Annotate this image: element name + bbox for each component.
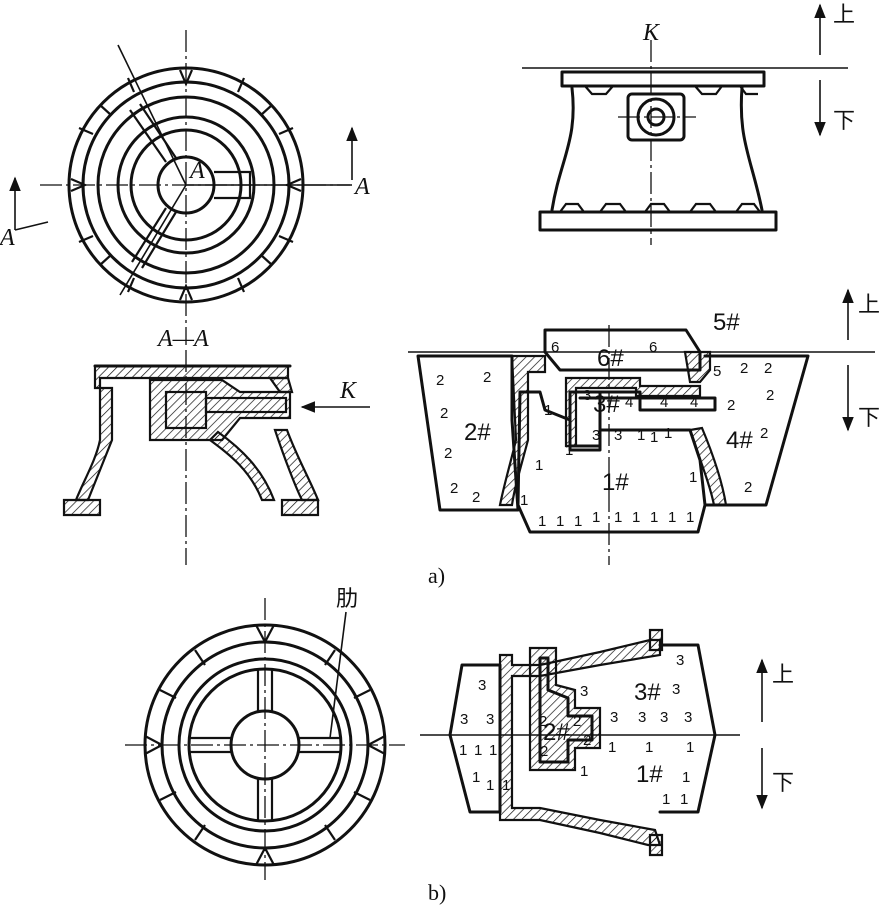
svg-text:2: 2 [583, 732, 591, 749]
label-part-a: a) [428, 563, 445, 588]
svg-text:4#: 4# [726, 427, 753, 454]
svg-text:1: 1 [486, 777, 494, 794]
svg-text:1: 1 [538, 513, 546, 530]
label-k-arrow: K [339, 378, 358, 404]
svg-text:1: 1 [680, 791, 688, 808]
label-a-left: A [0, 225, 15, 251]
label-up-1: 上 [833, 3, 855, 28]
svg-text:1: 1 [637, 427, 645, 444]
svg-text:1: 1 [502, 777, 510, 794]
svg-text:1: 1 [614, 509, 622, 526]
svg-text:1: 1 [489, 742, 497, 759]
svg-text:1: 1 [535, 457, 543, 474]
svg-text:3: 3 [614, 427, 622, 444]
svg-text:1: 1 [472, 769, 480, 786]
svg-text:1: 1 [689, 469, 697, 486]
svg-text:2: 2 [450, 480, 458, 497]
label-a-center: A [188, 158, 205, 184]
svg-text:2: 2 [444, 445, 452, 462]
svg-text:2: 2 [764, 360, 772, 377]
svg-text:1: 1 [556, 513, 564, 530]
label-up-2: 上 [858, 293, 880, 318]
svg-text:1: 1 [686, 509, 694, 526]
svg-text:3#: 3# [634, 679, 661, 706]
svg-text:6#: 6# [597, 345, 624, 372]
svg-text:1: 1 [574, 513, 582, 530]
svg-text:1: 1 [650, 429, 658, 446]
svg-text:3: 3 [580, 683, 588, 700]
svg-text:3: 3 [660, 709, 668, 726]
svg-text:4: 4 [690, 394, 698, 411]
svg-text:1: 1 [686, 739, 694, 756]
label-down-1: 下 [833, 109, 855, 134]
svg-text:1: 1 [668, 509, 676, 526]
svg-text:2: 2 [766, 387, 774, 404]
svg-text:3: 3 [478, 677, 486, 694]
svg-text:2: 2 [727, 397, 735, 414]
svg-text:2: 2 [472, 489, 480, 506]
svg-text:1: 1 [645, 739, 653, 756]
svg-text:1: 1 [474, 742, 482, 759]
svg-text:1: 1 [459, 742, 467, 759]
elevation-view-a: K 上 下 [522, 3, 855, 245]
label-up-3: 上 [772, 663, 794, 688]
svg-text:1: 1 [580, 763, 588, 780]
label-a-right: A [353, 174, 370, 200]
label-rib: 肋 [336, 587, 358, 612]
svg-text:2: 2 [440, 405, 448, 422]
svg-text:1: 1 [565, 442, 573, 459]
label-section-aa: A—A [156, 326, 209, 352]
svg-text:1#: 1# [636, 761, 663, 788]
svg-text:3: 3 [684, 709, 692, 726]
svg-text:3: 3 [583, 387, 591, 404]
svg-text:3#: 3# [593, 391, 620, 418]
svg-text:6: 6 [649, 339, 657, 356]
label-down-2: 下 [858, 406, 880, 431]
core-numbers-a: 2 2 2 2 2 2 2# 6 6 6# 5# 5 2 2 2 2 2 2 4… [436, 309, 774, 530]
plan-view-a: A A A A—A [0, 30, 370, 352]
svg-text:2: 2 [760, 425, 768, 442]
svg-text:2: 2 [744, 479, 752, 496]
core-layout-b: 上 下 3 3 3 1 1 1 1 1 1 3 3 3 3 3 3 3 3# 2… [420, 628, 794, 857]
svg-text:5: 5 [713, 363, 721, 380]
svg-text:2: 2 [539, 713, 547, 730]
core-numbers-b: 3 3 3 1 1 1 1 1 1 3 3 3 3 3 3 3 3# 2 2# … [459, 652, 694, 808]
svg-text:1: 1 [650, 509, 658, 526]
svg-text:1: 1 [632, 509, 640, 526]
svg-text:1#: 1# [602, 469, 629, 496]
svg-text:3: 3 [672, 681, 680, 698]
svg-text:1: 1 [662, 791, 670, 808]
svg-text:1: 1 [682, 769, 690, 786]
svg-text:2: 2 [436, 372, 444, 389]
svg-text:2: 2 [540, 743, 548, 760]
svg-text:3: 3 [676, 652, 684, 669]
label-k-top: K [642, 20, 661, 46]
svg-text:4: 4 [625, 394, 633, 411]
svg-text:5#: 5# [713, 309, 740, 336]
svg-text:2: 2 [740, 360, 748, 377]
svg-text:2#: 2# [464, 419, 491, 446]
section-aa-view: K [62, 350, 370, 565]
svg-text:1: 1 [592, 509, 600, 526]
svg-text:3: 3 [610, 709, 618, 726]
plan-view-b: 肋 [125, 587, 405, 880]
core-layout-a: 上 下 2 2 2 2 2 2 2# 6 6 6# 5# 5 2 2 2 2 2… [408, 288, 880, 565]
svg-text:4: 4 [660, 394, 668, 411]
svg-text:1: 1 [544, 402, 552, 419]
svg-text:2#: 2# [543, 719, 570, 746]
svg-text:3: 3 [460, 711, 468, 728]
svg-text:1: 1 [664, 425, 672, 442]
label-down-3: 下 [772, 771, 794, 796]
svg-text:3: 3 [638, 709, 646, 726]
svg-text:2: 2 [573, 713, 581, 730]
svg-text:3: 3 [486, 711, 494, 728]
svg-text:3: 3 [592, 427, 600, 444]
svg-text:2: 2 [483, 369, 491, 386]
svg-text:1: 1 [520, 492, 528, 509]
svg-text:6: 6 [551, 339, 559, 356]
svg-text:1: 1 [608, 739, 616, 756]
label-part-b: b) [428, 880, 446, 905]
